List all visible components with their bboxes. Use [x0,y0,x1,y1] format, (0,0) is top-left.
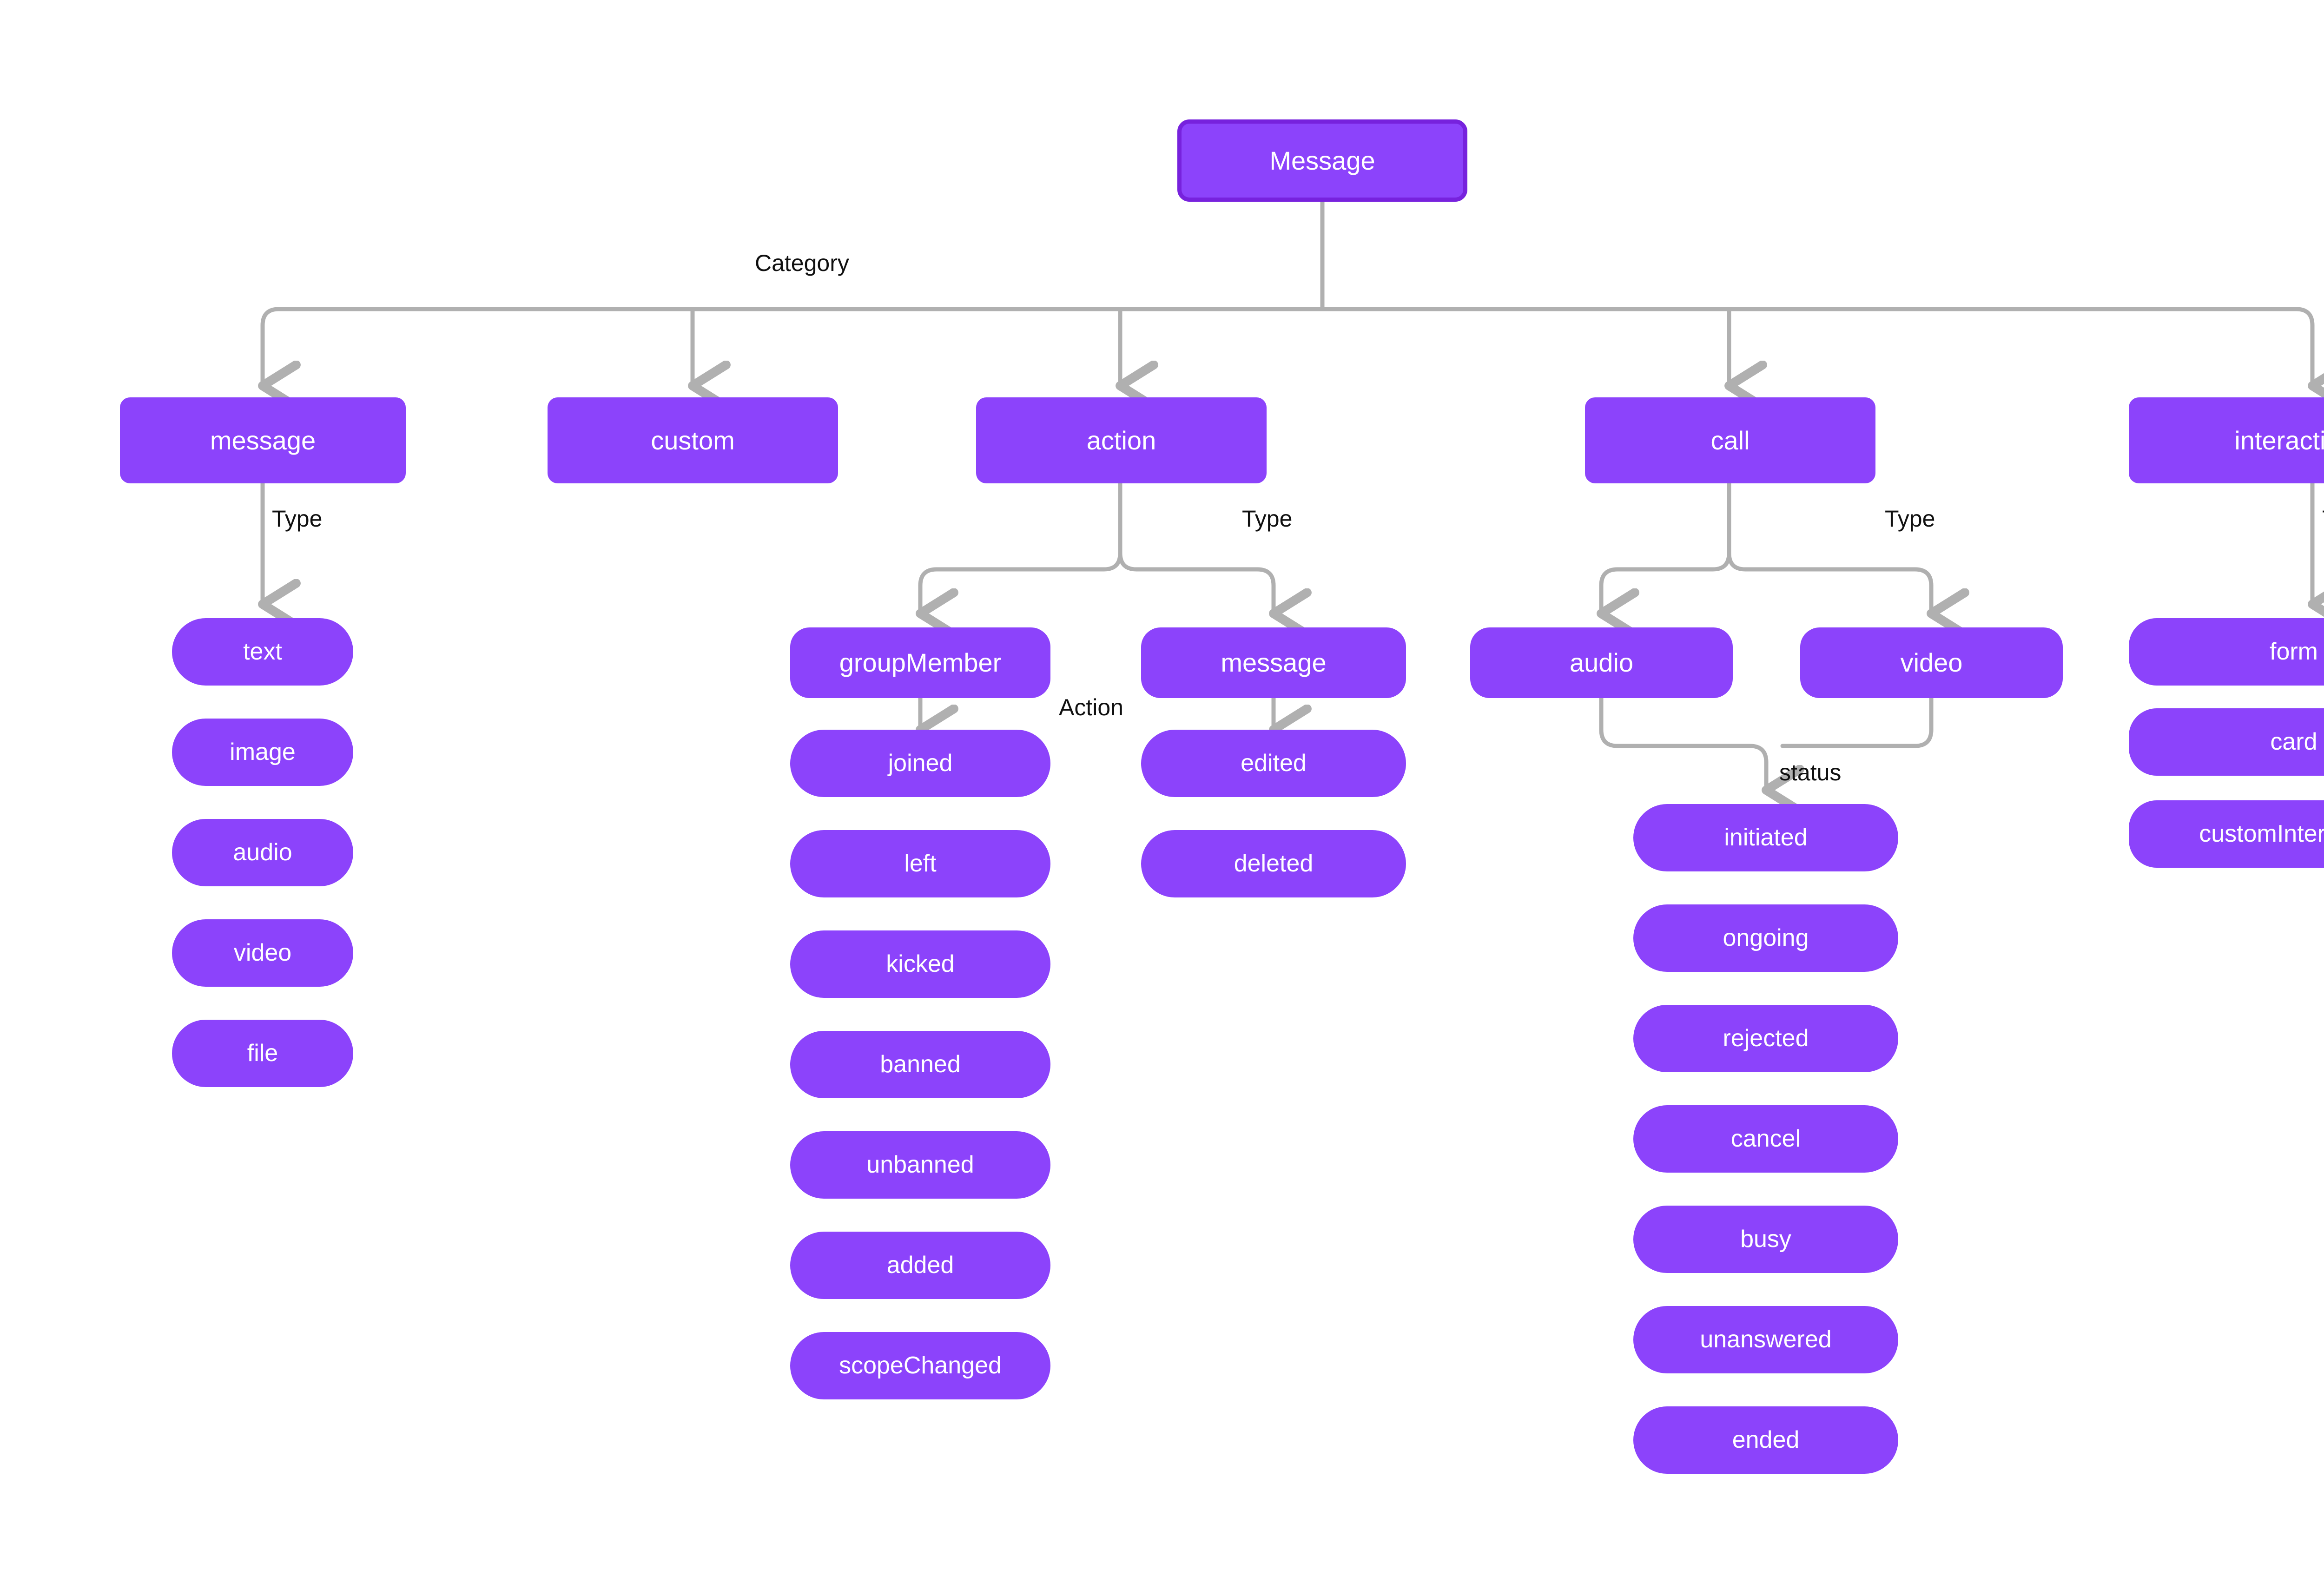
node-label: message [210,425,316,455]
node-groupmember-action-banned[interactable]: banned [790,1031,1050,1098]
node-message-type-image[interactable]: image [172,719,353,786]
node-call-status-ended[interactable]: ended [1633,1406,1898,1474]
node-message-type-text[interactable]: text [172,618,353,686]
node-label: customInteractive [2199,820,2324,847]
node-groupmember-action-scopechanged[interactable]: scopeChanged [790,1332,1050,1399]
node-label: text [243,638,282,665]
node-label: scopeChanged [839,1352,1002,1379]
node-groupmember-action-kicked[interactable]: kicked [790,930,1050,998]
node-message-type-file[interactable]: file [172,1020,353,1087]
node-label: message [1221,648,1327,678]
node-call-status-initiated[interactable]: initiated [1633,804,1898,871]
node-label: busy [1740,1225,1791,1253]
node-call-status-rejected[interactable]: rejected [1633,1005,1898,1072]
node-interactive-type-custominteractive[interactable]: customInteractive [2129,800,2324,868]
node-message-type-video[interactable]: video [172,919,353,987]
node-label: audio [233,838,292,866]
node-label: left [904,850,937,877]
node-label: kicked [886,950,955,977]
node-label: ended [1732,1426,1800,1453]
edge-label-category: Category [755,250,849,276]
node-label: banned [880,1050,961,1078]
node-label: form [2270,638,2318,665]
edge-label-type-action: Type [1242,506,1293,532]
node-label: custom [651,425,735,455]
node-call-status-ongoing[interactable]: ongoing [1633,904,1898,972]
node-category-message[interactable]: message [120,397,406,483]
node-label: ongoing [1723,924,1809,951]
node-groupmember-action-left[interactable]: left [790,830,1050,897]
node-label: added [886,1251,954,1279]
node-label: joined [888,749,953,777]
node-category-interactive[interactable]: interactive [2129,397,2324,483]
node-groupmember-action-added[interactable]: added [790,1232,1050,1299]
node-message-action-edited[interactable]: edited [1141,730,1406,797]
node-interactive-type-form[interactable]: form [2129,618,2324,686]
node-label: unbanned [866,1151,974,1178]
node-label: image [230,738,296,765]
node-label: card [2270,728,2317,755]
node-call-type-audio[interactable]: audio [1470,627,1733,698]
node-message-action-deleted[interactable]: deleted [1141,830,1406,897]
node-label: call [1710,425,1750,455]
node-label: Message [1269,145,1375,175]
node-interactive-type-card[interactable]: card [2129,708,2324,776]
node-call-type-video[interactable]: video [1800,627,2063,698]
node-root-message[interactable]: Message [1177,119,1467,202]
node-label: rejected [1723,1024,1809,1052]
node-category-custom[interactable]: custom [548,397,838,483]
node-action-type-groupmember[interactable]: groupMember [790,627,1050,698]
node-action-type-message[interactable]: message [1141,627,1406,698]
edge-label-type-message: Type [272,506,323,532]
node-label: groupMember [839,648,1002,678]
node-label: edited [1241,749,1307,777]
node-label: action [1086,425,1156,455]
node-call-status-unanswered[interactable]: unanswered [1633,1306,1898,1373]
node-groupmember-action-unbanned[interactable]: unbanned [790,1131,1050,1199]
node-category-call[interactable]: call [1585,397,1875,483]
node-label: video [233,939,292,966]
node-label: interactive [2234,425,2324,455]
node-label: audio [1569,648,1634,678]
node-label: unanswered [1700,1326,1832,1353]
edge-label-status-call: status [1779,759,1842,785]
node-message-type-audio[interactable]: audio [172,819,353,886]
node-label: initiated [1724,824,1808,851]
node-call-status-cancel[interactable]: cancel [1633,1105,1898,1173]
node-label: cancel [1730,1125,1801,1152]
edge-label-type-interactive: Type [2322,505,2324,532]
edge-label-action: Action [1059,694,1123,720]
edge-label-type-call: Type [1885,506,1935,532]
node-call-status-busy[interactable]: busy [1633,1206,1898,1273]
node-category-action[interactable]: action [976,397,1267,483]
node-label: deleted [1234,850,1314,877]
node-groupmember-action-joined[interactable]: joined [790,730,1050,797]
node-label: video [1900,648,1963,678]
node-label: file [247,1039,278,1067]
